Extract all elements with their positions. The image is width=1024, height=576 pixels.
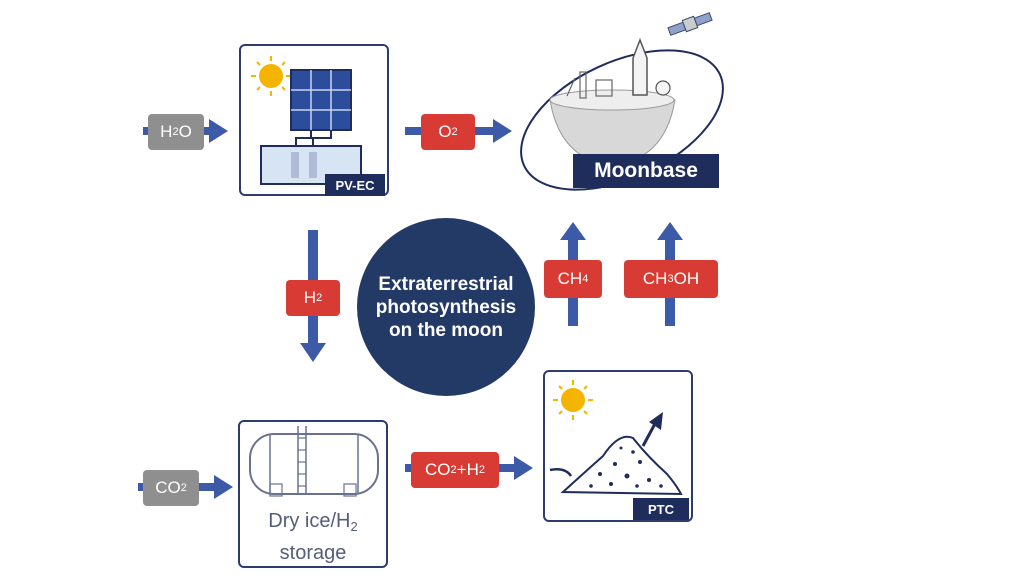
- co2h2-a: CO: [425, 460, 451, 479]
- sun-icon: [251, 56, 291, 96]
- storage-line-1: Dry ice/H2: [240, 508, 386, 540]
- storage-line-1-sub: 2: [350, 519, 358, 534]
- ch3oh-tail: OH: [673, 269, 700, 288]
- ch4-main: CH: [557, 269, 583, 288]
- ptc-illustration: [549, 380, 683, 496]
- co2h2-b: +H: [456, 460, 479, 479]
- sun-icon: [553, 380, 593, 420]
- storage-line-1-main: Dry ice/H: [268, 510, 351, 532]
- center-line-1: Extraterrestrial: [378, 273, 514, 295]
- storage-tank-illustration: [249, 426, 379, 497]
- storage-line-2: storage: [279, 542, 347, 564]
- ptc-panel: PTC: [543, 370, 693, 522]
- h2-sub: 2: [316, 292, 323, 304]
- center-line-2: photosynthesis: [375, 296, 517, 318]
- o2-main: O: [438, 122, 452, 141]
- h2o-tail: O: [178, 122, 192, 141]
- h2-main: H: [303, 288, 317, 307]
- ch3oh-sub: 3: [667, 273, 674, 285]
- ch3oh-main: CH: [642, 269, 668, 288]
- co2-sub: 2: [180, 482, 187, 494]
- storage-panel: Dry ice/H2 storage: [238, 420, 388, 568]
- moonbase-illustration: [520, 12, 724, 191]
- h2o-main: H: [160, 122, 173, 141]
- o2-sub: 2: [451, 126, 458, 138]
- co2-main: CO: [155, 478, 181, 497]
- pv-ec-panel: PV-EC: [239, 44, 389, 196]
- center-circle: Extraterrestrial photosynthesis on the m…: [357, 218, 535, 396]
- pv-ec-badge: PV-EC: [325, 174, 385, 196]
- moonbase-badge: Moonbase: [573, 154, 719, 188]
- center-line-3: on the moon: [389, 319, 503, 341]
- h2o-sub: 2: [172, 126, 179, 138]
- ch4-sub: 4: [582, 273, 589, 285]
- co2h2-a-sub: 2: [450, 464, 457, 476]
- co2h2-b-sub: 2: [478, 464, 485, 476]
- storage-label: Dry ice/H2 storage: [240, 508, 386, 566]
- ptc-badge: PTC: [633, 498, 689, 520]
